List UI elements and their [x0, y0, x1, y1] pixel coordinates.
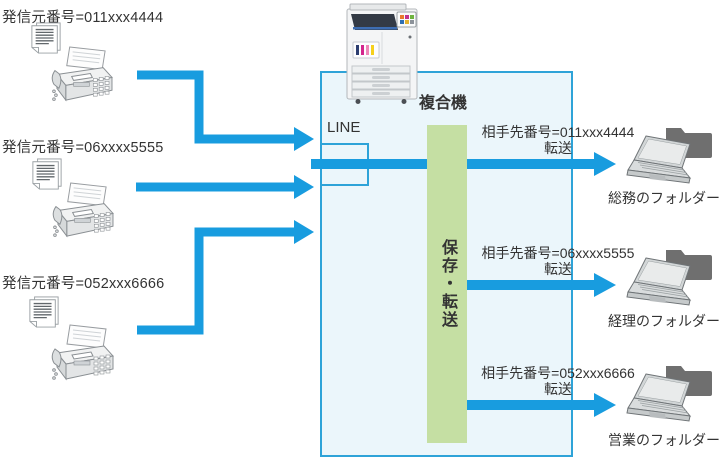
- laptop-icon: [626, 135, 692, 184]
- laptop-folder-icon: [626, 128, 712, 184]
- destination-number-label: 相手先番号=06xxxx5555: [481, 245, 635, 261]
- document-icon: [32, 158, 62, 190]
- destination-folder-label: 営業のフォルダー: [608, 432, 720, 448]
- destination-folder-label: 経理のフォルダー: [608, 313, 720, 329]
- fax-machine-icon: [52, 182, 114, 238]
- fax-machine-icon: [51, 324, 114, 381]
- destination-number-label: 相手先番号=011xxx4444: [481, 124, 635, 140]
- laptop-icon: [626, 373, 692, 422]
- laptop-icon: [626, 257, 692, 306]
- destination-folder-label: 総務のフォルダー: [608, 190, 720, 206]
- destination-number-label: 相手先番号=052xxx6666: [481, 365, 635, 381]
- fax-to-device-arrow-2: [136, 175, 314, 199]
- forward-arrow-3: [466, 393, 616, 417]
- sender-number-label: 発信元番号=052xxx6666: [2, 276, 165, 292]
- destination-text-block: 相手先番号=052xxx6666 転送: [447, 365, 669, 397]
- device-title: 複合機: [419, 95, 468, 112]
- forward-arrow-2: [466, 273, 616, 297]
- forward-action-label: 転送: [544, 261, 572, 277]
- multifunction-printer-icon: [346, 3, 418, 104]
- laptop-folder-icon: [626, 250, 712, 306]
- store-forward-label: 保存・転送: [439, 239, 456, 329]
- destination-text-block: 相手先番号=011xxx4444 転送: [447, 124, 669, 156]
- destination-text-block: 相手先番号=06xxxx5555 転送: [447, 245, 669, 277]
- fax-machine-icon: [51, 46, 113, 102]
- fax-to-device-arrow-3: [137, 220, 314, 335]
- line-label: LINE: [327, 119, 361, 136]
- fax-to-device-arrow-1: [137, 70, 314, 151]
- sender-number-label: 発信元番号=06xxxx5555: [2, 140, 164, 156]
- store-forward-bar: 保存・転送: [427, 125, 467, 443]
- sender-number-label: 発信元番号=011xxx4444: [2, 10, 164, 26]
- laptop-folder-icon: [626, 366, 712, 422]
- document-icon: [29, 296, 59, 328]
- forward-action-label: 転送: [544, 140, 572, 156]
- forward-action-label: 転送: [544, 381, 572, 397]
- document-icon: [31, 22, 61, 54]
